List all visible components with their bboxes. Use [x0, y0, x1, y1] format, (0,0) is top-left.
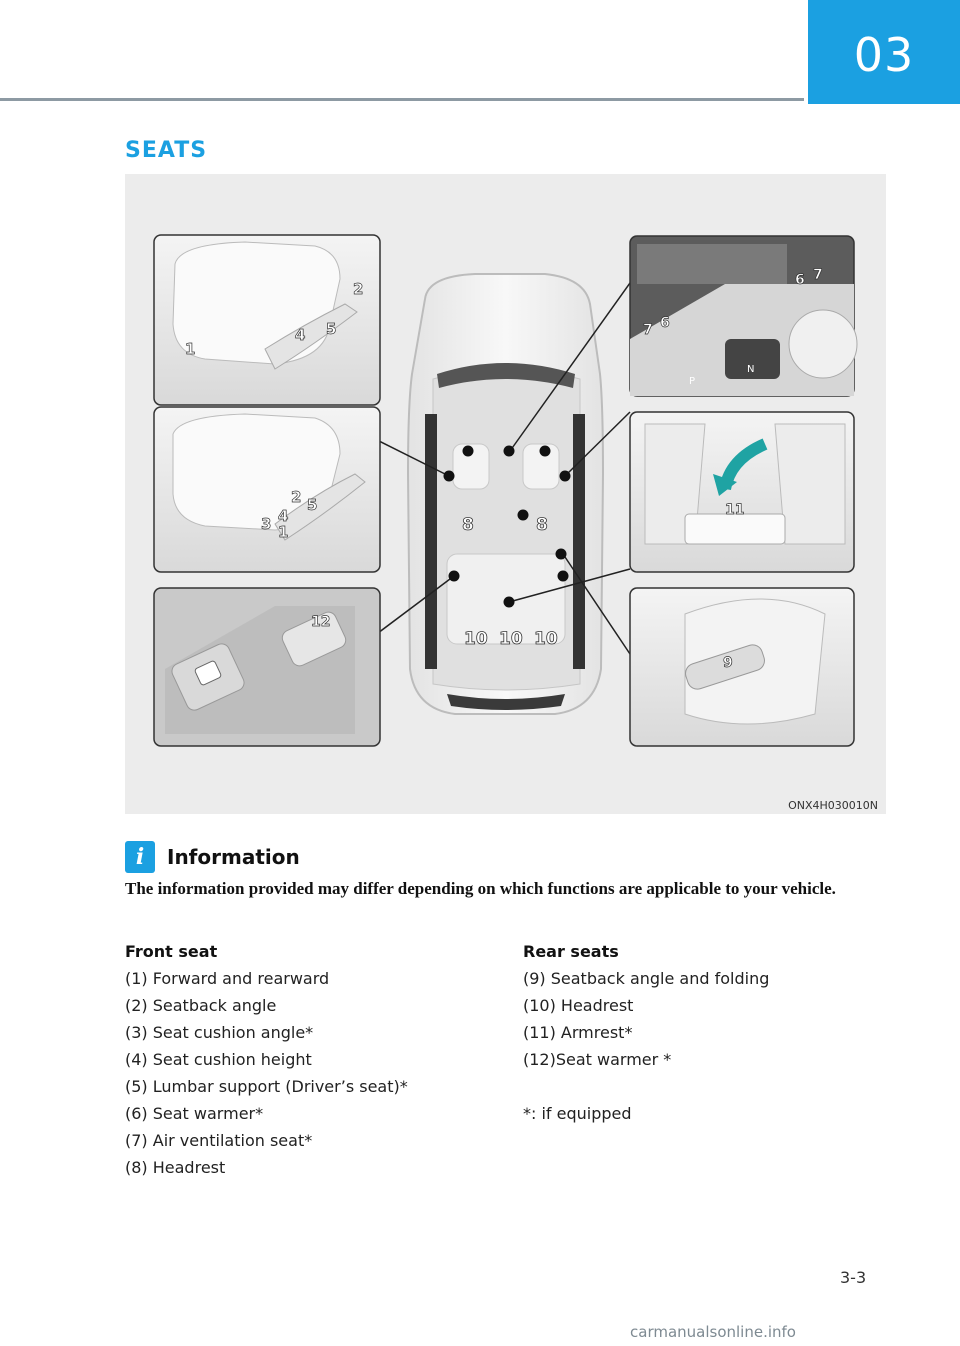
- seat-diagram: 8 8 10 10 10 1 4 5 2 3 4: [153, 234, 858, 747]
- shifter-p-label: P: [689, 376, 695, 387]
- shifter-n-label: N: [747, 364, 754, 375]
- callout-1: 1: [185, 340, 195, 358]
- driver-seat-panel: 3 4 2 5 1: [153, 406, 381, 573]
- rear-seats-heading: Rear seats: [523, 942, 619, 961]
- equipped-note: *: if equipped: [523, 1104, 632, 1123]
- front-seat-list: Front seat (1) Forward and rearward (2) …: [125, 938, 505, 1181]
- callout-2: 2: [353, 280, 363, 298]
- watermark: carmanualsonline.info: [630, 1323, 796, 1341]
- rear-door-panel: 9: [629, 587, 855, 747]
- list-item: (10) Headrest: [523, 996, 634, 1015]
- door-switch-panel: 12: [153, 587, 381, 747]
- car-label-10: 10: [534, 629, 558, 649]
- chapter-number: 03: [853, 28, 915, 82]
- info-icon: i: [125, 841, 155, 873]
- callout-12: 12: [311, 614, 330, 630]
- chapter-tab: 03: [808, 0, 960, 104]
- car-label-10: 10: [499, 629, 523, 649]
- list-item: (7) Air ventilation seat*: [125, 1131, 313, 1150]
- callout-1: 1: [278, 523, 288, 541]
- car-label-8: 8: [536, 515, 548, 535]
- callout-7: 7: [813, 267, 823, 283]
- list-item: (3) Seat cushion angle*: [125, 1023, 314, 1042]
- rear-seats-list: Rear seats (9) Seatback angle and foldin…: [523, 938, 883, 1127]
- car-label-10: 10: [464, 629, 488, 649]
- list-item: (4) Seat cushion height: [125, 1050, 312, 1069]
- car-label-8: 8: [462, 515, 474, 535]
- callout-3: 3: [261, 515, 271, 533]
- list-item: (6) Seat warmer*: [125, 1104, 264, 1123]
- list-item: (11) Armrest*: [523, 1023, 633, 1042]
- list-item: (2) Seatback angle: [125, 996, 277, 1015]
- list-item: (8) Headrest: [125, 1158, 226, 1177]
- callout-9: 9: [723, 655, 733, 671]
- front-seat-heading: Front seat: [125, 942, 218, 961]
- callout-5: 5: [326, 320, 336, 338]
- callout-4: 4: [295, 326, 305, 344]
- seat-controls-figure: 8 8 10 10 10 1 4 5 2 3 4: [125, 174, 886, 814]
- list-item: (12)Seat warmer *: [523, 1050, 672, 1069]
- list-item: (5) Lumbar support (Driver’s seat)*: [125, 1077, 408, 1096]
- section-title: SEATS: [125, 138, 208, 163]
- callout-4: 4: [278, 507, 288, 525]
- front-seat-panel: 1 4 5 2: [153, 234, 381, 406]
- info-text: The information provided may differ depe…: [125, 879, 836, 898]
- console-panel: 6 7 7 6 P N: [629, 235, 858, 397]
- rear-armrest-panel: 11: [629, 411, 855, 573]
- callout-5: 5: [307, 496, 317, 514]
- callout-6: 6: [795, 272, 805, 288]
- callout-2: 2: [291, 488, 301, 506]
- page-number: 3-3: [840, 1268, 867, 1287]
- info-header: i Information: [125, 841, 300, 873]
- figure-code: ONX4H030010N: [788, 799, 878, 812]
- location-dots: [443, 445, 571, 608]
- callout-7: 7: [643, 322, 653, 338]
- header-rule: [0, 98, 804, 101]
- callout-11: 11: [725, 502, 744, 518]
- list-item: (9) Seatback angle and folding: [523, 969, 770, 988]
- list-item: (1) Forward and rearward: [125, 969, 330, 988]
- info-title: Information: [167, 845, 300, 869]
- callout-6: 6: [660, 315, 670, 331]
